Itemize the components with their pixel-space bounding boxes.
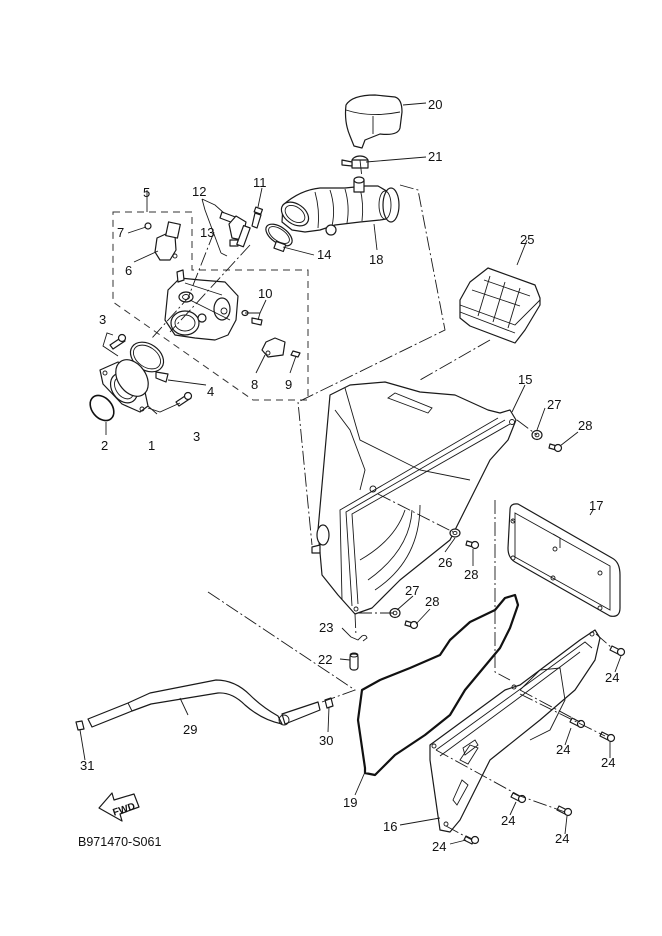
callout-24-d: 24 bbox=[501, 813, 515, 828]
callout-18: 18 bbox=[369, 252, 383, 267]
callout-20: 20 bbox=[428, 97, 442, 112]
callout-3-lower: 3 bbox=[193, 429, 200, 444]
callout-15: 15 bbox=[518, 372, 532, 387]
callout-24-c: 24 bbox=[601, 755, 615, 770]
part-12-injector[interactable] bbox=[219, 211, 251, 248]
callout-29: 29 bbox=[183, 722, 197, 737]
part-7-screw[interactable] bbox=[144, 222, 152, 230]
callout-17: 17 bbox=[589, 498, 603, 513]
callout-6: 6 bbox=[125, 263, 132, 278]
callout-11: 11 bbox=[253, 175, 267, 190]
callout-28-upper: 28 bbox=[578, 418, 592, 433]
callout-24-e: 24 bbox=[555, 831, 569, 846]
part-9-screw[interactable] bbox=[290, 350, 301, 358]
callout-21: 21 bbox=[428, 149, 442, 164]
part-19-seal[interactable] bbox=[356, 593, 520, 777]
part-14-hose-clamp[interactable] bbox=[262, 220, 296, 253]
part-28-bolt-upper[interactable] bbox=[548, 443, 563, 453]
callout-13: 13 bbox=[200, 225, 214, 240]
part-17-element[interactable] bbox=[507, 503, 621, 617]
callout-24-f: 24 bbox=[432, 839, 446, 854]
callout-27-lower: 27 bbox=[405, 583, 419, 598]
callout-30: 30 bbox=[319, 733, 333, 748]
part-6-throttle-position-sensor[interactable] bbox=[154, 221, 181, 261]
callout-2: 2 bbox=[101, 438, 108, 453]
part-24-screw-4[interactable] bbox=[510, 792, 527, 804]
part-23-clip[interactable] bbox=[350, 634, 368, 642]
part-8-bracket[interactable] bbox=[261, 337, 286, 358]
part-28-bolt-lower[interactable] bbox=[404, 620, 419, 630]
callout-22: 22 bbox=[318, 652, 332, 667]
callout-19: 19 bbox=[343, 795, 357, 810]
part-20-resonator[interactable] bbox=[344, 94, 403, 149]
throttle-body[interactable] bbox=[164, 269, 239, 341]
callout-9: 9 bbox=[285, 377, 292, 392]
part-1-joint[interactable] bbox=[99, 354, 155, 413]
callout-7: 7 bbox=[117, 225, 124, 240]
part-24-screw-5[interactable] bbox=[556, 805, 573, 817]
part-13-o-ring[interactable] bbox=[220, 252, 228, 257]
drawing-code: B971470-S061 bbox=[78, 835, 161, 849]
callout-27-upper: 27 bbox=[547, 397, 561, 412]
part-28-bolt-mid[interactable] bbox=[465, 540, 480, 550]
callout-14: 14 bbox=[317, 247, 331, 262]
callout-28-lower: 28 bbox=[425, 594, 439, 609]
part-18-air-cleaner-joint[interactable] bbox=[277, 176, 400, 236]
fwd-direction-arrow: FWD bbox=[98, 792, 140, 822]
part-11-bolt[interactable] bbox=[251, 206, 264, 229]
part-29-breather-hose[interactable] bbox=[87, 679, 321, 728]
callout-28-mid: 28 bbox=[464, 567, 478, 582]
part-24-screw-1[interactable] bbox=[609, 645, 626, 657]
assembly-center-lines bbox=[151, 159, 613, 841]
callout-1: 1 bbox=[148, 438, 155, 453]
callout-8: 8 bbox=[251, 377, 258, 392]
callout-23: 23 bbox=[319, 620, 333, 635]
part-16-air-cleaner-cap[interactable] bbox=[429, 629, 601, 833]
part-22-drain-plug[interactable] bbox=[349, 652, 359, 671]
part-2-o-ring[interactable] bbox=[85, 391, 118, 425]
callout-16: 16 bbox=[383, 819, 397, 834]
callout-labels: 20 21 18 14 11 12 13 5 7 6 10 8 9 4 3 3 … bbox=[80, 97, 619, 854]
callout-12: 12 bbox=[192, 184, 206, 199]
part-24-screw-2[interactable] bbox=[569, 717, 586, 729]
part-25-duct[interactable] bbox=[459, 267, 541, 344]
part-15-air-cleaner-case[interactable] bbox=[311, 381, 517, 615]
callout-26: 26 bbox=[438, 555, 452, 570]
callout-25: 25 bbox=[520, 232, 534, 247]
callout-10: 10 bbox=[258, 286, 272, 301]
throttle-body-group-outline bbox=[112, 211, 309, 401]
callout-3-upper: 3 bbox=[99, 312, 106, 327]
callout-4: 4 bbox=[207, 384, 214, 399]
callout-24-a: 24 bbox=[605, 670, 619, 685]
part-31-clip[interactable] bbox=[75, 720, 85, 731]
callout-31: 31 bbox=[80, 758, 94, 773]
part-24-screw-3[interactable] bbox=[599, 731, 616, 743]
leader-lines bbox=[79, 102, 622, 845]
part-21-clamp[interactable] bbox=[341, 155, 369, 169]
callout-5: 5 bbox=[143, 185, 150, 200]
callout-24-b: 24 bbox=[556, 742, 570, 757]
part-26-collar[interactable] bbox=[449, 528, 461, 538]
part-3-bolt-upper[interactable] bbox=[109, 333, 127, 350]
